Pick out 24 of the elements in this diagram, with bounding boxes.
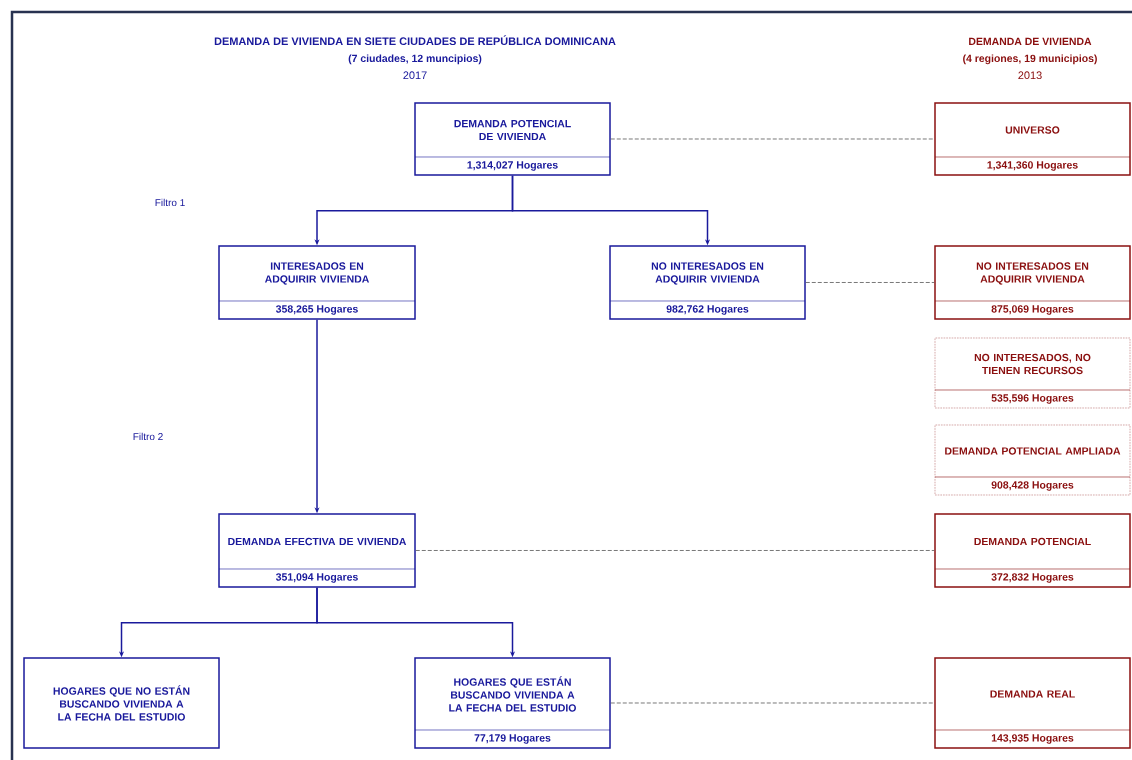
data-box: NO INTERESADOS EN ADQUIRIR VIVIENDA 875,069 Hogares	[934, 245, 1131, 320]
data-box: UNIVERSO 1,341,360 Hogares	[934, 102, 1131, 176]
data-box: DEMANDA POTENCIAL 372,832 Hogares	[934, 513, 1131, 588]
connector-line	[610, 138, 935, 140]
connector-line	[805, 282, 935, 283]
filter-label: Filtro 2	[133, 432, 163, 441]
data-box: HOGARES QUE ESTÁN BUSCANDO VIVIENDA A LA FECHA DEL ESTUDIO 77,179 Hogares	[414, 657, 611, 749]
data-box: NO INTERESADOS, NO TIENEN RECURSOS 535,596 Hogares	[934, 337, 1131, 409]
data-box: INTERESADOS EN ADQUIRIR VIVIENDA 358,265 Hogares	[218, 245, 416, 320]
filter-label: Filtro 1	[155, 198, 185, 207]
data-box: DEMANDA POTENCIAL DE VIVIENDA 1,314,027 Hogares	[414, 102, 611, 176]
subheading: 2017	[403, 71, 427, 80]
data-box: NO INTERESADOS EN ADQUIRIR VIVIENDA 982,762 Hogares	[609, 245, 806, 320]
subheading: (7 ciudades, 12 muncipios)	[348, 54, 482, 65]
connector-line	[610, 702, 935, 704]
subheading: DEMANDA DE VIVIENDA	[969, 37, 1092, 45]
subheading: 2013	[1018, 71, 1042, 80]
data-box: DEMANDA REAL 143,935 Hogares	[934, 657, 1131, 749]
subheading: (4 regiones, 19 municipios)	[963, 54, 1097, 65]
connector-line	[415, 550, 935, 551]
data-box: DEMANDA POTENCIAL AMPLIADA 908,428 Hogares	[934, 424, 1131, 496]
heading: DEMANDA DE VIVIENDA EN SIETE CIUDADES DE REPÚBLICA DOMINICANA	[214, 35, 616, 46]
data-box: HOGARES QUE NO ESTÁN BUSCANDO VIVIENDA A LA FECHA DEL ESTUDIO	[23, 657, 220, 749]
data-box: DEMANDA EFECTIVA DE VIVIENDA 351,094 Hogares	[218, 513, 416, 588]
